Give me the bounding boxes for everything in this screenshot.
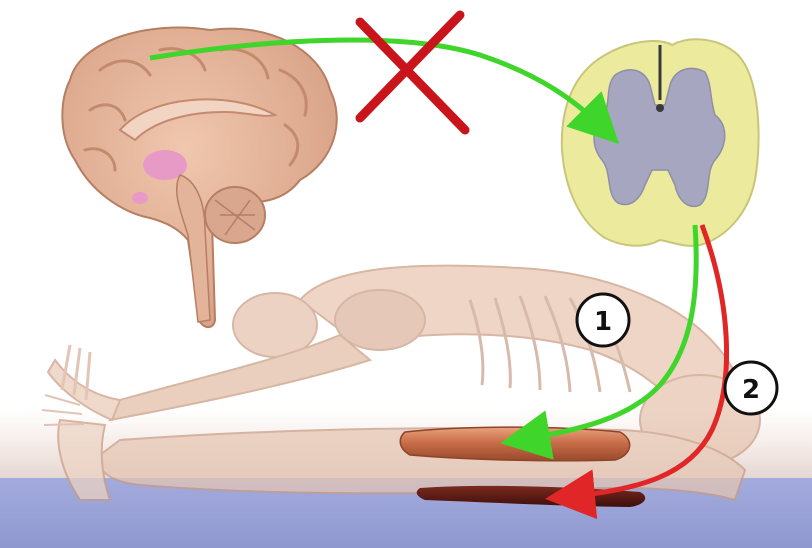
pathway-1-label: 1: [594, 307, 612, 337]
spinal-cord-cross-section: [562, 39, 759, 246]
brain-illustration: [62, 27, 336, 327]
seated-forward-bend-figure: [42, 266, 760, 500]
pathway-2-marker: 2: [725, 362, 777, 414]
pathway-1-marker: 1: [577, 294, 629, 346]
quadriceps-muscle: [400, 427, 629, 461]
pathway-2-label: 2: [742, 375, 760, 405]
blocked-x-mark: [360, 15, 465, 130]
